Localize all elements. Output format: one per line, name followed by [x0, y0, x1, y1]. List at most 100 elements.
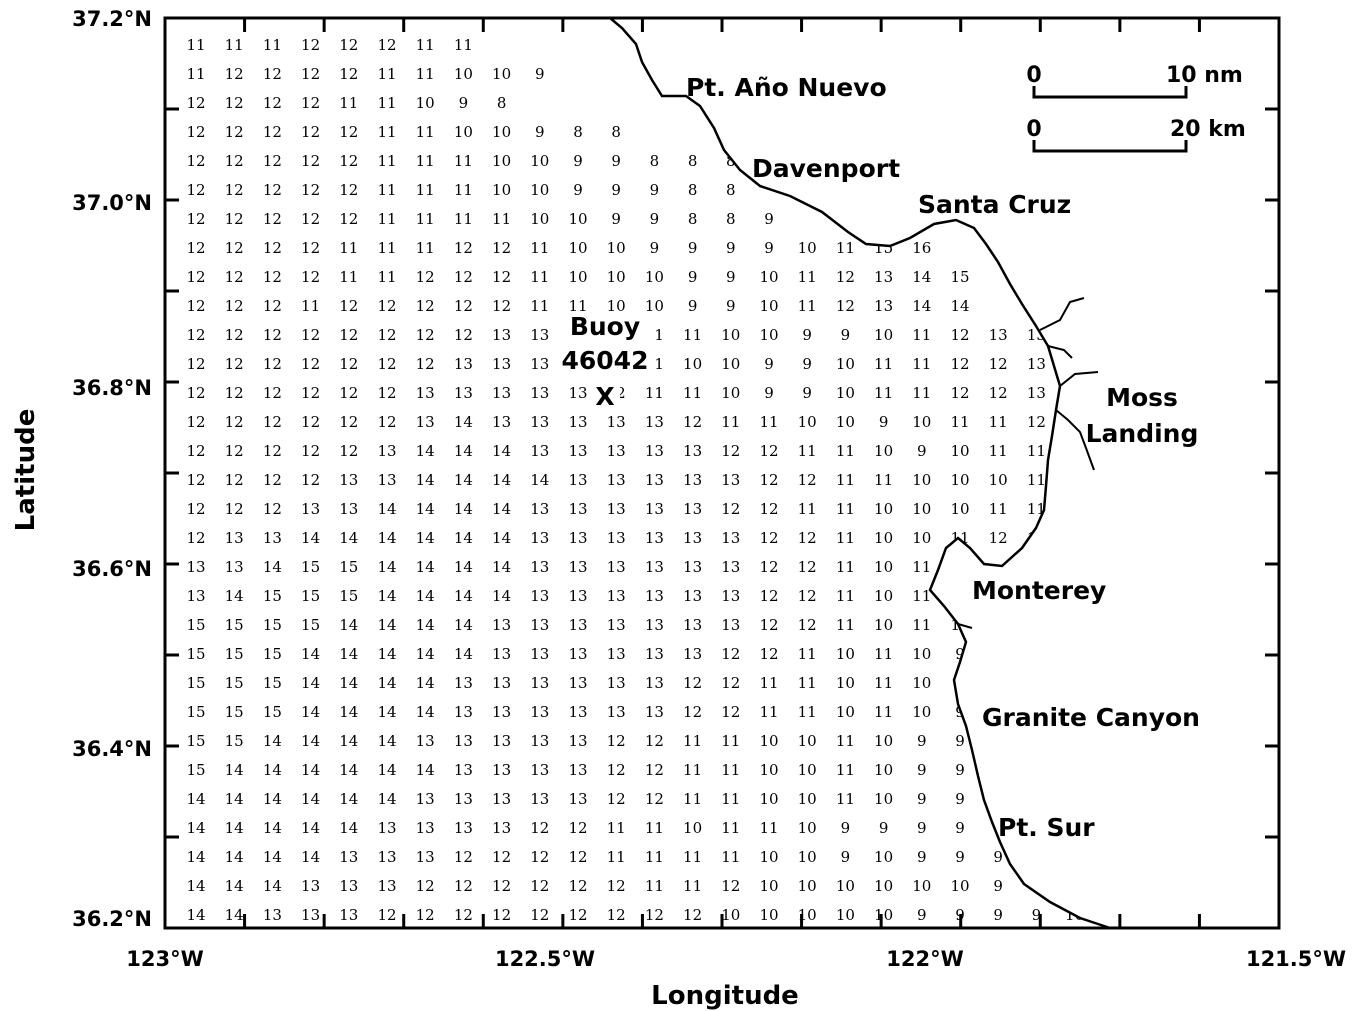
grid-value: 13 — [416, 790, 435, 808]
grid-value: 10 — [874, 587, 893, 605]
grid-value: 14 — [301, 645, 320, 663]
buoy-id: 46042 — [562, 346, 649, 375]
scale-bar-km: 0 20 km — [1026, 117, 1246, 153]
grid-value: 12 — [645, 732, 664, 750]
grid-value: 13 — [339, 848, 358, 866]
grid-value: 15 — [301, 616, 320, 634]
grid-value: 14 — [416, 703, 435, 721]
grid-value: 14 — [377, 645, 396, 663]
grid-value: 8 — [650, 152, 660, 170]
grid-value: 11 — [912, 558, 931, 576]
grid-value: 12 — [607, 761, 626, 779]
grid-value: 12 — [339, 36, 358, 54]
grid-value: 9 — [993, 790, 1003, 808]
grid-value: 12 — [301, 181, 320, 199]
grid-value: 10 — [721, 906, 740, 924]
grid-value: 14 — [416, 645, 435, 663]
grid-value: 10 — [874, 616, 893, 634]
grid-value: 11 — [798, 297, 817, 315]
grid-value: 9 — [802, 355, 812, 373]
grid-value: 13 — [530, 674, 549, 692]
grid-value: 14 — [454, 645, 473, 663]
grid-value: 11 — [645, 848, 664, 866]
grid-value: 12 — [301, 326, 320, 344]
grid-value: 15 — [263, 674, 282, 692]
grid-value: 15 — [339, 558, 358, 576]
grid-value: 14 — [492, 587, 511, 605]
grid-value: 15 — [186, 674, 205, 692]
grid-value: 12 — [186, 384, 205, 402]
grid-value: 8 — [1032, 848, 1042, 866]
grid-value: 14 — [339, 732, 358, 750]
grid-value: 14 — [492, 529, 511, 547]
grid-value: 11 — [798, 500, 817, 518]
grid-value: 14 — [377, 732, 396, 750]
grid-value: 14 — [301, 848, 320, 866]
grid-value: 11 — [798, 268, 817, 286]
grid-value: 12 — [1065, 471, 1084, 489]
grid-value: 13 — [377, 848, 396, 866]
grid-value: 14 — [416, 616, 435, 634]
grid-value: 13 — [607, 674, 626, 692]
grid-value: 15 — [339, 587, 358, 605]
grid-value: 14 — [339, 819, 358, 837]
grid-value: 12 — [339, 442, 358, 460]
grid-value: 13 — [568, 790, 587, 808]
grid-value: 8 — [726, 181, 736, 199]
grid-value: 14 — [301, 529, 320, 547]
grid-value: 13 — [530, 761, 549, 779]
grid-value: 13 — [607, 529, 626, 547]
grid-value: 11 — [759, 413, 778, 431]
grid-value: 12 — [225, 355, 244, 373]
grid-value: 14 — [301, 732, 320, 750]
grid-value: 11 — [798, 442, 817, 460]
grid-value: 13 — [607, 703, 626, 721]
grid-value: 15 — [263, 616, 282, 634]
grid-value: 11 — [721, 732, 740, 750]
grid-value: 13 — [721, 558, 740, 576]
grid-value: 12 — [683, 413, 702, 431]
grid-value: 12 — [301, 152, 320, 170]
grid-value: 10 — [836, 674, 855, 692]
grid-value: 10 — [912, 500, 931, 518]
grid-value: 9 — [917, 790, 927, 808]
grid-value: 14 — [416, 529, 435, 547]
grid-value: 14 — [186, 877, 205, 895]
grid-value: 12 — [339, 65, 358, 83]
grid-value: 13 — [301, 500, 320, 518]
grid-value: 12 — [416, 906, 435, 924]
grid-value: 12 — [798, 616, 817, 634]
grid-value: 12 — [263, 384, 282, 402]
grid-value: 11 — [989, 413, 1008, 431]
grid-value: 9 — [1146, 877, 1156, 895]
grid-value: 11 — [759, 703, 778, 721]
grid-value: 12 — [454, 297, 473, 315]
grid-value: 14 — [263, 790, 282, 808]
grid-value: 12 — [759, 471, 778, 489]
grid-value: 8 — [688, 210, 698, 228]
grid-value: 11 — [454, 152, 473, 170]
x-tick-label: 121.5°W — [1246, 947, 1346, 971]
grid-value: 10 — [454, 65, 473, 83]
grid-value: 13 — [645, 674, 664, 692]
grid-value: 11 — [186, 36, 205, 54]
grid-value: 11 — [416, 36, 435, 54]
grid-value: 13 — [263, 906, 282, 924]
grid-value: 10 — [759, 906, 778, 924]
grid-value: 9 — [993, 645, 1003, 663]
grid-value: 11 — [492, 210, 511, 228]
grid-value: 13 — [492, 616, 511, 634]
grid-value: 9 — [955, 761, 965, 779]
grid-value: 9 — [726, 297, 736, 315]
grid-value: 12 — [454, 906, 473, 924]
grid-value: 11 — [339, 268, 358, 286]
grid-value: 13 — [225, 558, 244, 576]
grid-value: 11 — [416, 210, 435, 228]
grid-value: 14 — [225, 761, 244, 779]
grid-value: 13 — [568, 500, 587, 518]
grid-value: 9 — [841, 848, 851, 866]
grid-value: 13 — [530, 529, 549, 547]
grid-value: 10 — [683, 355, 702, 373]
grid-value: 11 — [1027, 471, 1046, 489]
grid-value: 14 — [225, 819, 244, 837]
